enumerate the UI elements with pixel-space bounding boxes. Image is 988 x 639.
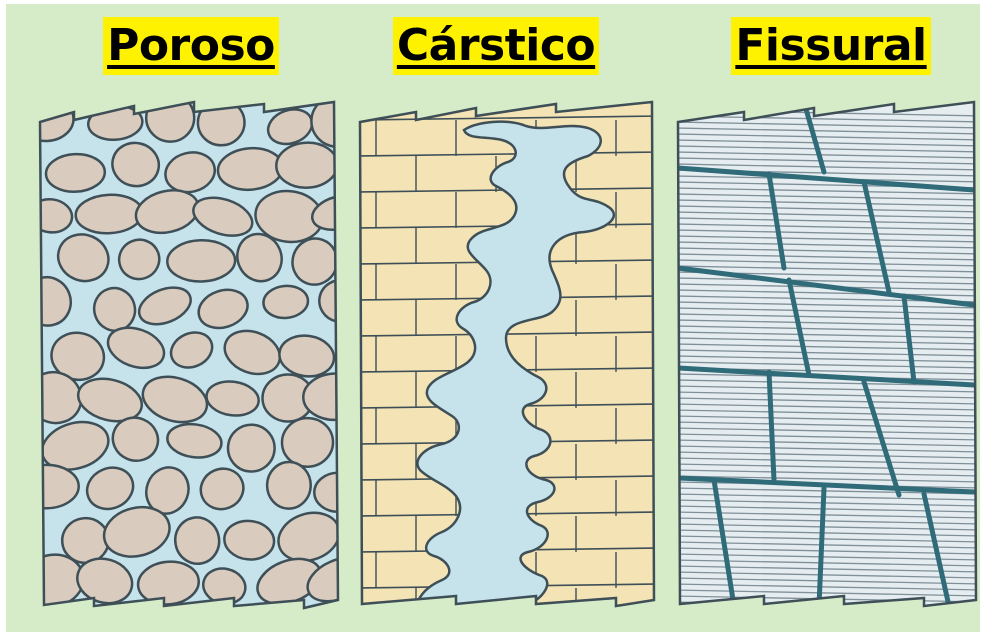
title-fissure: Fissural — [724, 16, 938, 76]
diagram-canvas: Poroso Cárstico Fissural — [6, 4, 980, 632]
pebble-group — [34, 100, 344, 610]
pebble — [167, 239, 236, 282]
pebble — [275, 141, 338, 189]
title-karst: Cárstico — [386, 16, 606, 76]
pebble — [266, 461, 311, 509]
title-porous-label: Poroso — [103, 17, 279, 75]
fissure-aquifer-panel — [674, 100, 984, 610]
title-karst-label: Cárstico — [393, 17, 599, 75]
title-fissure-label: Fissural — [731, 17, 930, 75]
karst-aquifer-panel — [356, 100, 662, 610]
stratum-line — [674, 608, 984, 610]
title-porous: Poroso — [96, 16, 286, 76]
porous-aquifer-panel — [34, 100, 344, 610]
